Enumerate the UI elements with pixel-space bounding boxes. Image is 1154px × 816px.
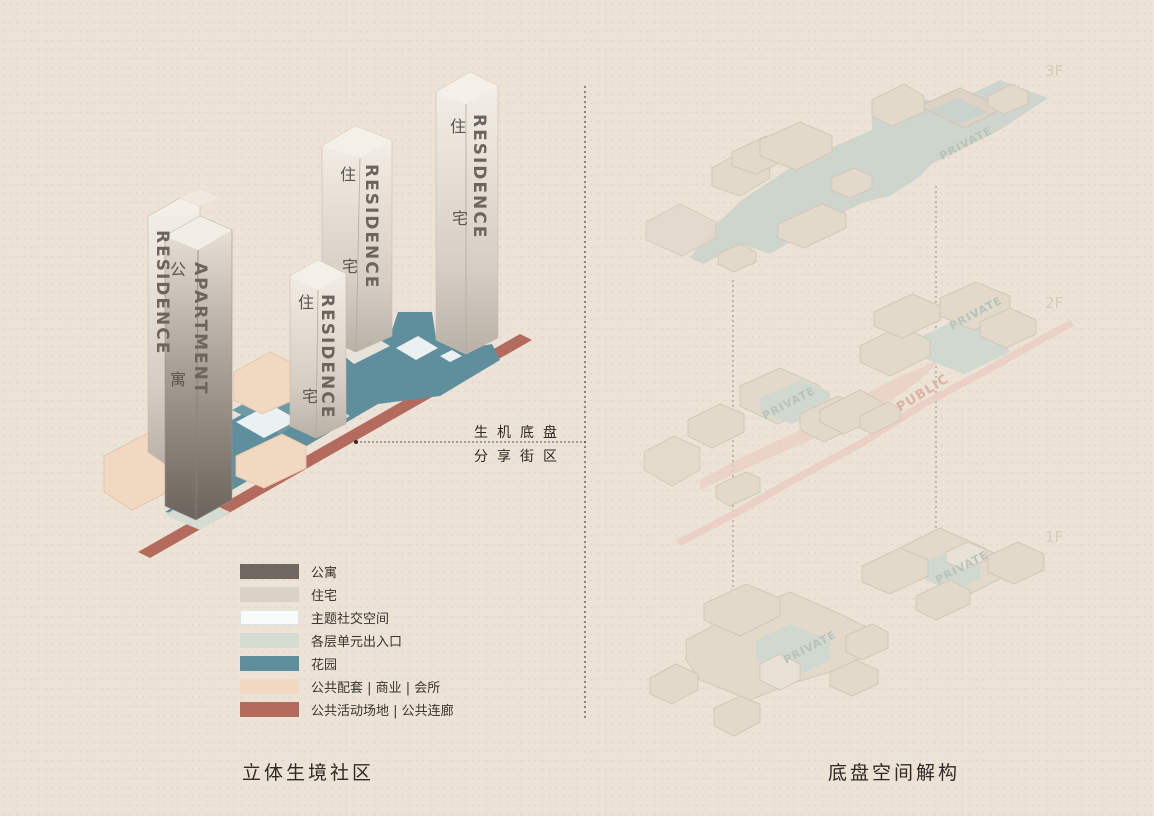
legend-swatch-public-corridor — [240, 702, 299, 717]
legend-swatch-garden — [240, 656, 299, 671]
tower-right-residence-label: RESIDENCE — [469, 114, 489, 239]
floor-1f: 1F PRIVATE PRIVATE — [649, 527, 1063, 737]
tower-short-zhai-char: 宅 — [302, 387, 318, 406]
floor-label-1f: 1F — [1045, 528, 1063, 546]
tower-short-zhu-char: 住 — [298, 293, 314, 312]
tower-left: RESIDENCE APARTMENT 公 寓 — [147, 190, 233, 521]
tower-middle-zhu-char: 住 — [340, 165, 356, 184]
floor-3f: 3F PRIVATE — [645, 62, 1063, 273]
legend-label-entrances: 各层单元出入口 — [311, 635, 403, 650]
caption-left: 立体生境社区 — [242, 762, 375, 784]
tower-left-residence-label: RESIDENCE — [152, 230, 172, 355]
tower-left-apartment-label: APARTMENT — [190, 262, 210, 396]
legend-swatch-apartment — [240, 564, 299, 579]
legend-label-garden: 花园 — [311, 658, 338, 673]
legend-swatch-facilities — [240, 679, 299, 694]
tower-short-residence-label: RESIDENCE — [317, 294, 337, 419]
legend-swatch-entrances — [240, 633, 299, 648]
floor-label-2f: 2F — [1045, 294, 1063, 312]
legend-label-social-space: 主题社交空间 — [311, 612, 390, 627]
annotation-line-1: 生机底盘 — [474, 425, 566, 441]
tower-right: RESIDENCE 住 宅 — [435, 71, 499, 355]
floor-2f: 2F PRIVATE PRIVATE PUBLIC — [643, 281, 1074, 546]
tower-left-yu-char: 寓 — [170, 370, 186, 389]
legend-label-apartment: 公寓 — [311, 566, 338, 581]
tower-middle-residence-label: RESIDENCE — [361, 164, 381, 289]
legend-label-residence: 住宅 — [311, 589, 338, 604]
caption-right: 底盘空间解构 — [828, 762, 961, 784]
tower-middle-short: RESIDENCE 住 宅 — [289, 259, 347, 439]
legend-label-facilities: 公共配套 | 商业 | 会所 — [311, 681, 441, 696]
legend-swatch-social-space — [240, 610, 299, 625]
tower-right-zhai-char: 宅 — [452, 209, 468, 228]
annotation-line-2: 分享街区 — [474, 449, 566, 465]
tower-middle-zhai-char: 宅 — [342, 257, 358, 276]
tower-right-zhu-char: 住 — [450, 117, 466, 136]
legend-swatch-residence — [240, 587, 299, 602]
tower-left-gong-char: 公 — [170, 260, 186, 279]
legend-label-public-corridor: 公共活动场地 | 公共连廊 — [311, 704, 454, 719]
floor-label-3f: 3F — [1045, 62, 1063, 80]
